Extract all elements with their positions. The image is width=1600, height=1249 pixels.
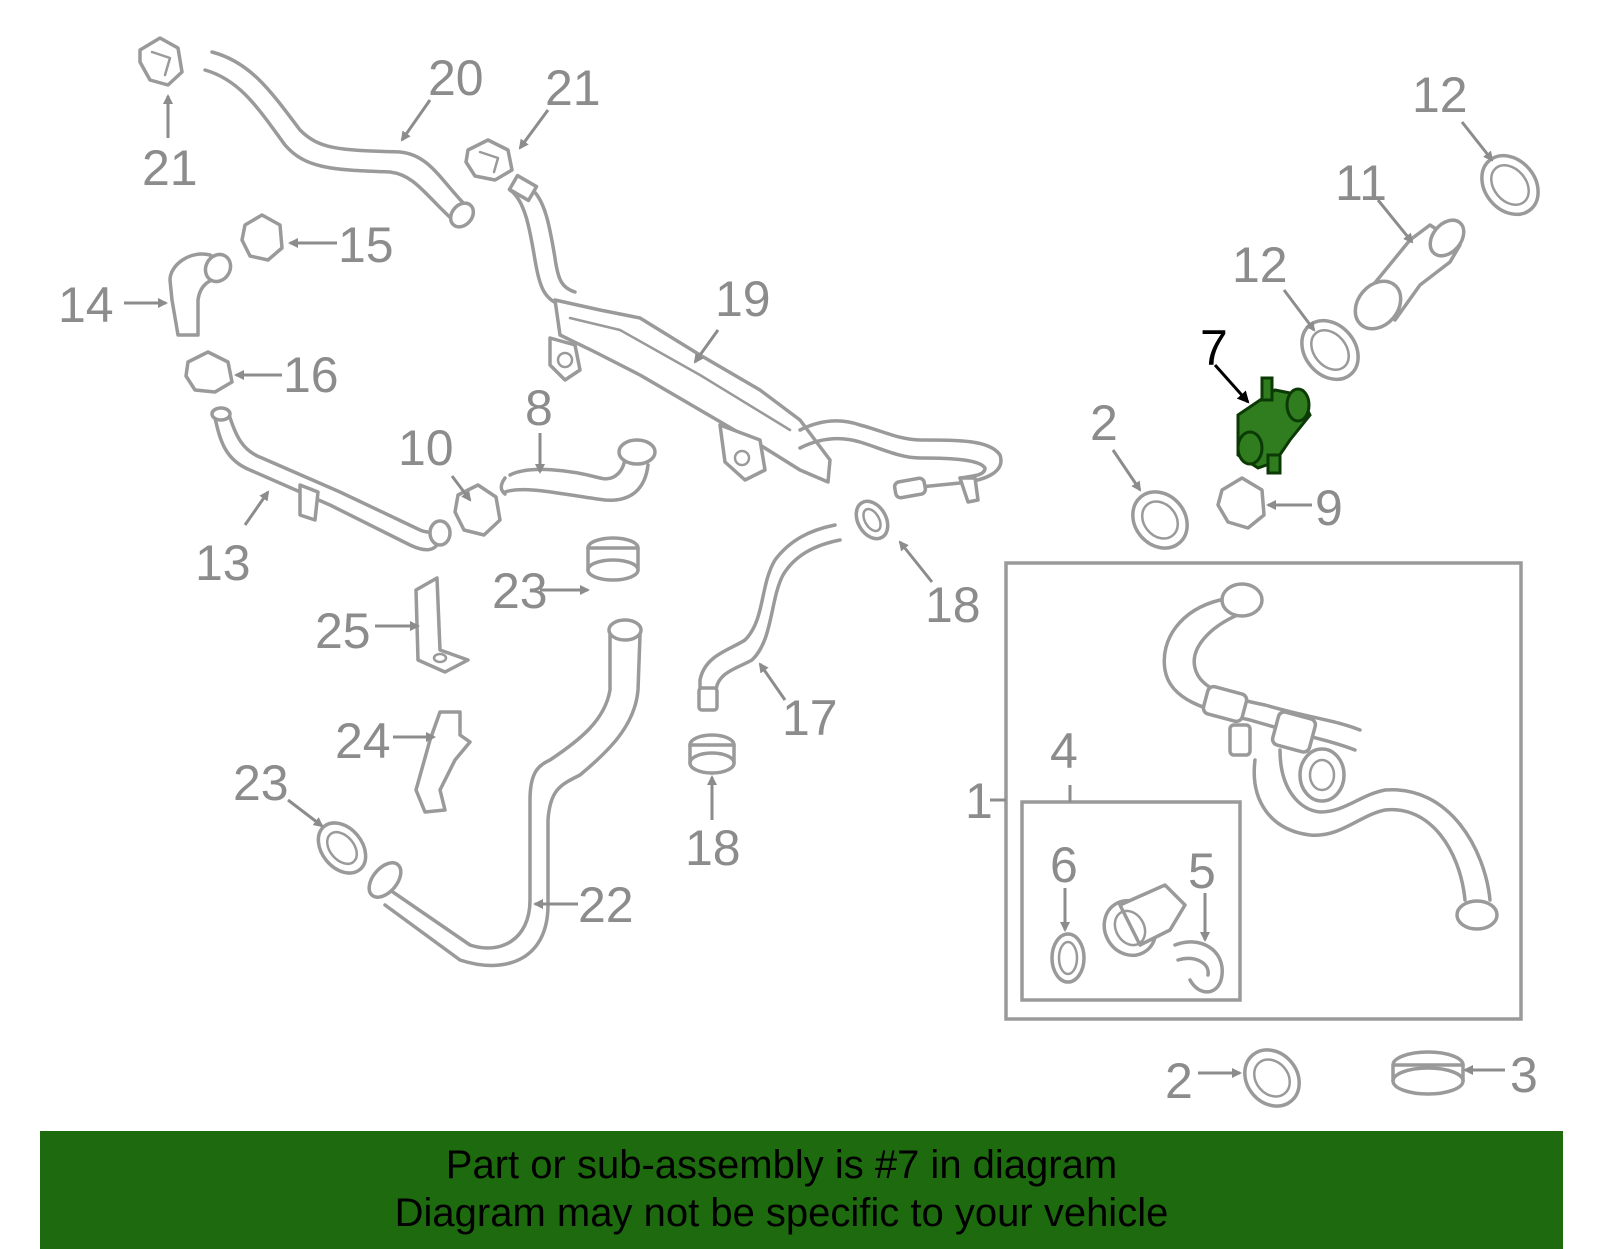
callout-23-upper: 23 — [492, 563, 548, 619]
part-2-clamp-lower — [1243, 1048, 1301, 1108]
part-3-clamp — [1391, 1050, 1465, 1096]
callout-22: 22 — [578, 877, 634, 933]
callout-16: 16 — [283, 347, 339, 403]
part-17-hose — [697, 523, 842, 712]
callout-14: 14 — [58, 277, 114, 333]
callout-7: 7 — [1200, 320, 1228, 376]
callout-13: 13 — [195, 535, 251, 591]
part-15-clip — [240, 213, 284, 262]
part-10-clip — [453, 483, 502, 537]
callout-19: 19 — [715, 271, 771, 327]
callout-10: 10 — [398, 420, 454, 476]
part-9-clip — [1216, 476, 1266, 530]
callout-12-middle: 12 — [1232, 237, 1288, 293]
part-25-bracket — [414, 576, 470, 674]
callout-20: 20 — [428, 50, 484, 106]
assembly-box-1 — [1004, 561, 1523, 1021]
part-24-clip — [414, 710, 472, 814]
part-11-hose — [1353, 218, 1466, 331]
part-16-clip — [184, 350, 234, 394]
part-8-hose — [499, 438, 657, 502]
callout-5: 5 — [1188, 843, 1216, 899]
info-banner: Part or sub-assembly is #7 in diagram Di… — [40, 1131, 1563, 1249]
part-5-fitting — [1102, 883, 1187, 958]
banner-line-1: Part or sub-assembly is #7 in diagram — [445, 1143, 1118, 1187]
part-2-clamp-upper — [1131, 490, 1189, 550]
callout-25: 25 — [315, 603, 371, 659]
part-6-oring — [1050, 932, 1086, 984]
part-18-clamp-lower — [688, 733, 736, 775]
part-7-highlighted — [1236, 376, 1312, 475]
callout-12-upper: 12 — [1412, 67, 1468, 123]
part-19-pipe-assembly — [507, 173, 1003, 504]
callout-23-lower: 23 — [233, 755, 289, 811]
callout-1: 1 — [965, 773, 993, 829]
callout-8: 8 — [525, 380, 553, 436]
callout-3: 3 — [1510, 1047, 1538, 1103]
callout-15: 15 — [338, 217, 394, 273]
part-20-hose — [203, 50, 476, 229]
callout-4: 4 — [1050, 723, 1078, 779]
callout-24: 24 — [335, 713, 391, 769]
callout-9: 9 — [1315, 480, 1343, 536]
part-18-clamp-upper — [854, 499, 890, 541]
callout-6: 6 — [1050, 837, 1078, 893]
part-14-elbow — [168, 252, 233, 337]
part-1-hose-assembly — [1162, 582, 1499, 931]
part-13-hose — [210, 406, 452, 552]
callout-18-upper: 18 — [925, 577, 981, 633]
banner-line-2: Diagram may not be specific to your vehi… — [394, 1191, 1169, 1235]
callout-11: 11 — [1335, 155, 1387, 211]
part-23-clamp-lower — [316, 821, 368, 875]
part-12-clamp-upper — [1480, 153, 1540, 217]
part-23-clamp-upper — [586, 536, 640, 582]
part-22-hose — [367, 618, 643, 968]
callout-18-lower: 18 — [685, 820, 741, 876]
part-21-clip-center — [464, 138, 514, 182]
part-21-clip-left — [138, 36, 184, 87]
callout-2-lower: 2 — [1165, 1053, 1193, 1109]
callout-21-center: 21 — [545, 60, 601, 116]
callout-21-left: 21 — [142, 140, 198, 196]
callout-17: 17 — [782, 690, 838, 746]
callout-2-upper: 2 — [1090, 395, 1118, 451]
subassembly-box-4 — [1020, 800, 1242, 1002]
part-5-clip — [1173, 940, 1224, 994]
